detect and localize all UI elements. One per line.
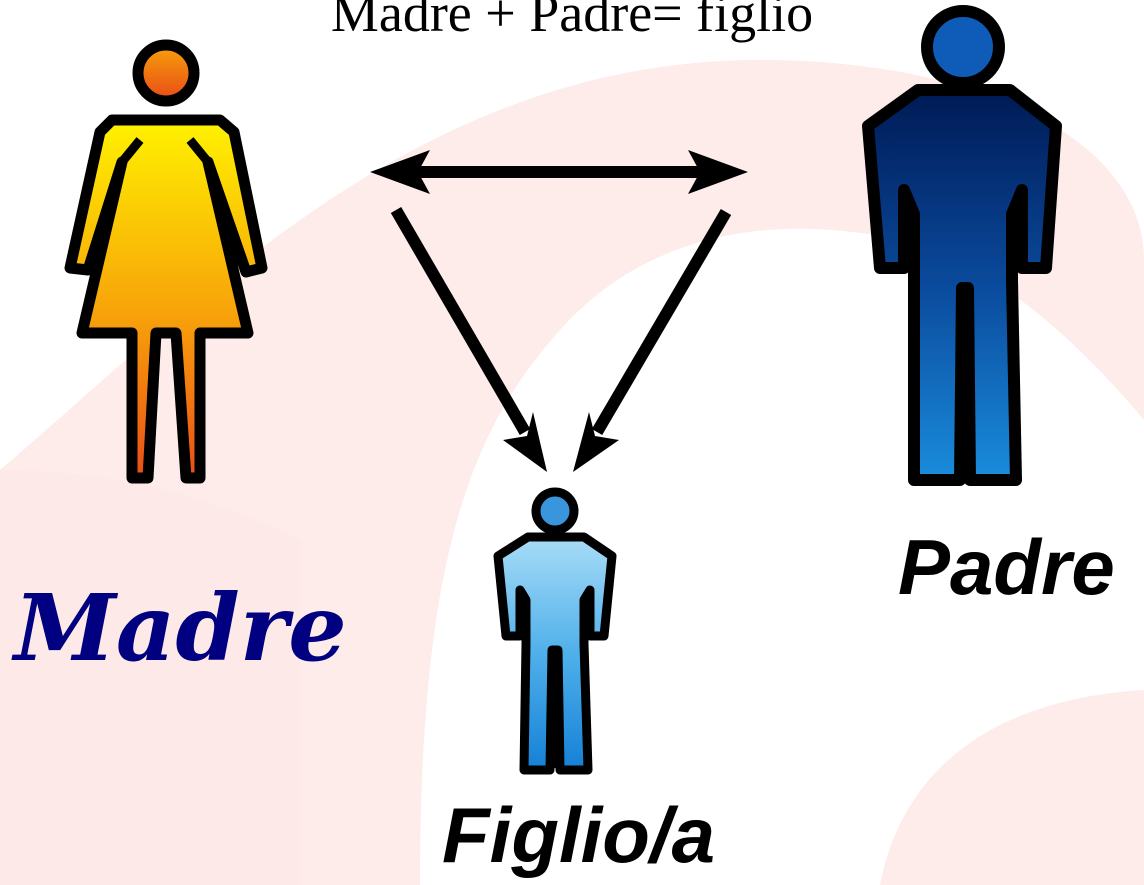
diagram-title: Madre + Padre= figlio (330, 0, 814, 43)
man-icon (862, 5, 1062, 486)
arrow-icon (390, 206, 547, 472)
arrow-icon (573, 208, 732, 472)
double-arrow-icon (370, 150, 748, 194)
background-watermark (0, 60, 1144, 885)
arrows (370, 150, 748, 472)
child-label: Figlio/a (442, 791, 715, 879)
child-icon (493, 487, 617, 775)
woman-icon (64, 39, 268, 484)
father-label: Padre (898, 523, 1115, 611)
mother-label: Madre (14, 574, 347, 682)
